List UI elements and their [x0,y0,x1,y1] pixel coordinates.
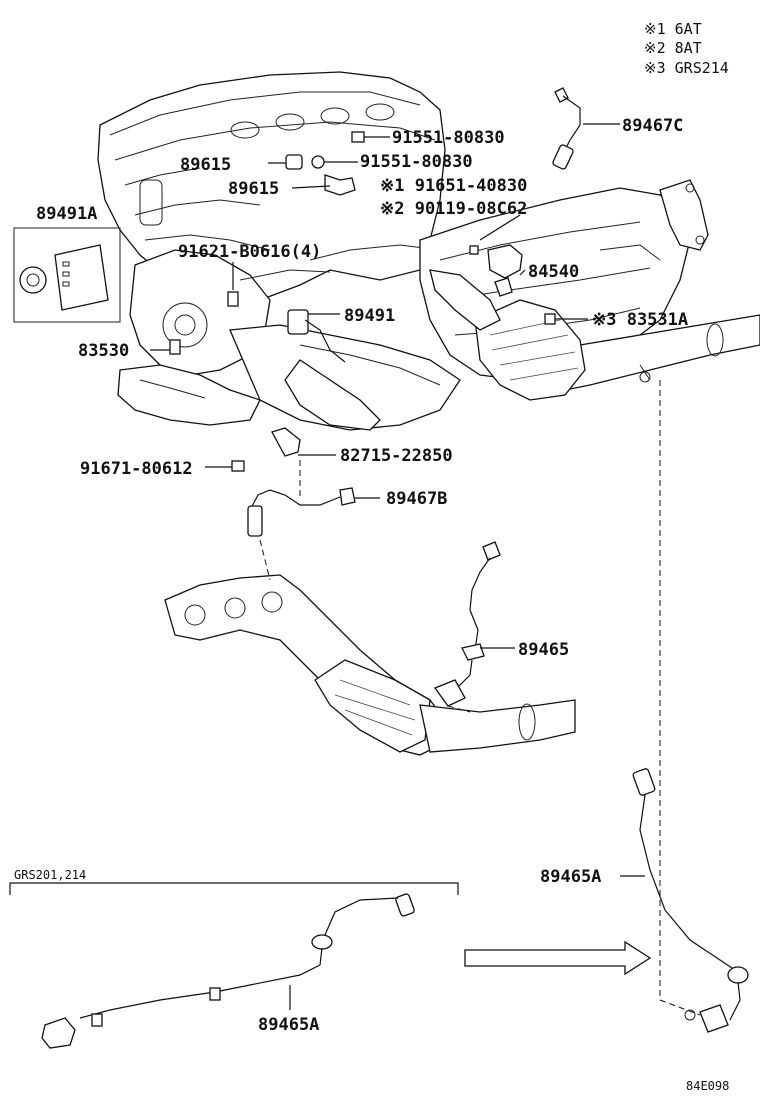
label-82715-22850: 82715-22850 [340,446,453,466]
sensor-89465A-right [632,768,749,1033]
exhaust-manifold-middle [164,427,576,756]
label-91651-40830: ※1 91651-40830 [380,176,527,196]
label-90119-08C62: ※2 90119-08C62 [380,199,527,219]
gasket-kit-box [13,227,121,323]
label-84540: 84540 [528,262,579,282]
label-91671-80612: 91671-80612 [80,459,193,479]
label-91621-B0616: 91621-B0616(4) [178,242,321,262]
sensor-89465A-bottom [41,893,415,1049]
label-91551-80830-b: 91551-80830 [360,152,473,172]
label-89467B: 89467B [386,489,447,509]
upper-sensors [169,87,581,363]
label-91551-80830-a: 91551-80830 [392,128,505,148]
leader-lines [150,123,645,877]
notes-block: ※1 6AT ※2 8AT ※3 GRS214 [644,20,729,77]
label-89491: 89491 [344,306,395,326]
label-89465A-right: 89465A [540,867,601,887]
note-2: ※2 8AT [644,39,702,57]
label-83531A: ※3 83531A [592,310,688,330]
note-3: ※3 GRS214 [644,59,729,77]
label-83530: 83530 [78,341,129,361]
label-89465: 89465 [518,640,569,660]
label-89491A: 89491A [36,204,97,224]
note-1: ※1 6AT [644,20,702,38]
direction-arrow [464,940,652,976]
section-title: GRS201,214 [14,868,86,882]
exhaust-pipe-upper [429,269,760,401]
dashed-leaders [259,380,701,1016]
section-bracket [9,882,459,895]
label-89465A-bottom: 89465A [258,1015,319,1035]
label-89467C: 89467C [622,116,683,136]
label-89615-b: 89615 [228,179,279,199]
label-89615-a: 89615 [180,155,231,175]
diagram-code: 84E098 [686,1079,729,1093]
